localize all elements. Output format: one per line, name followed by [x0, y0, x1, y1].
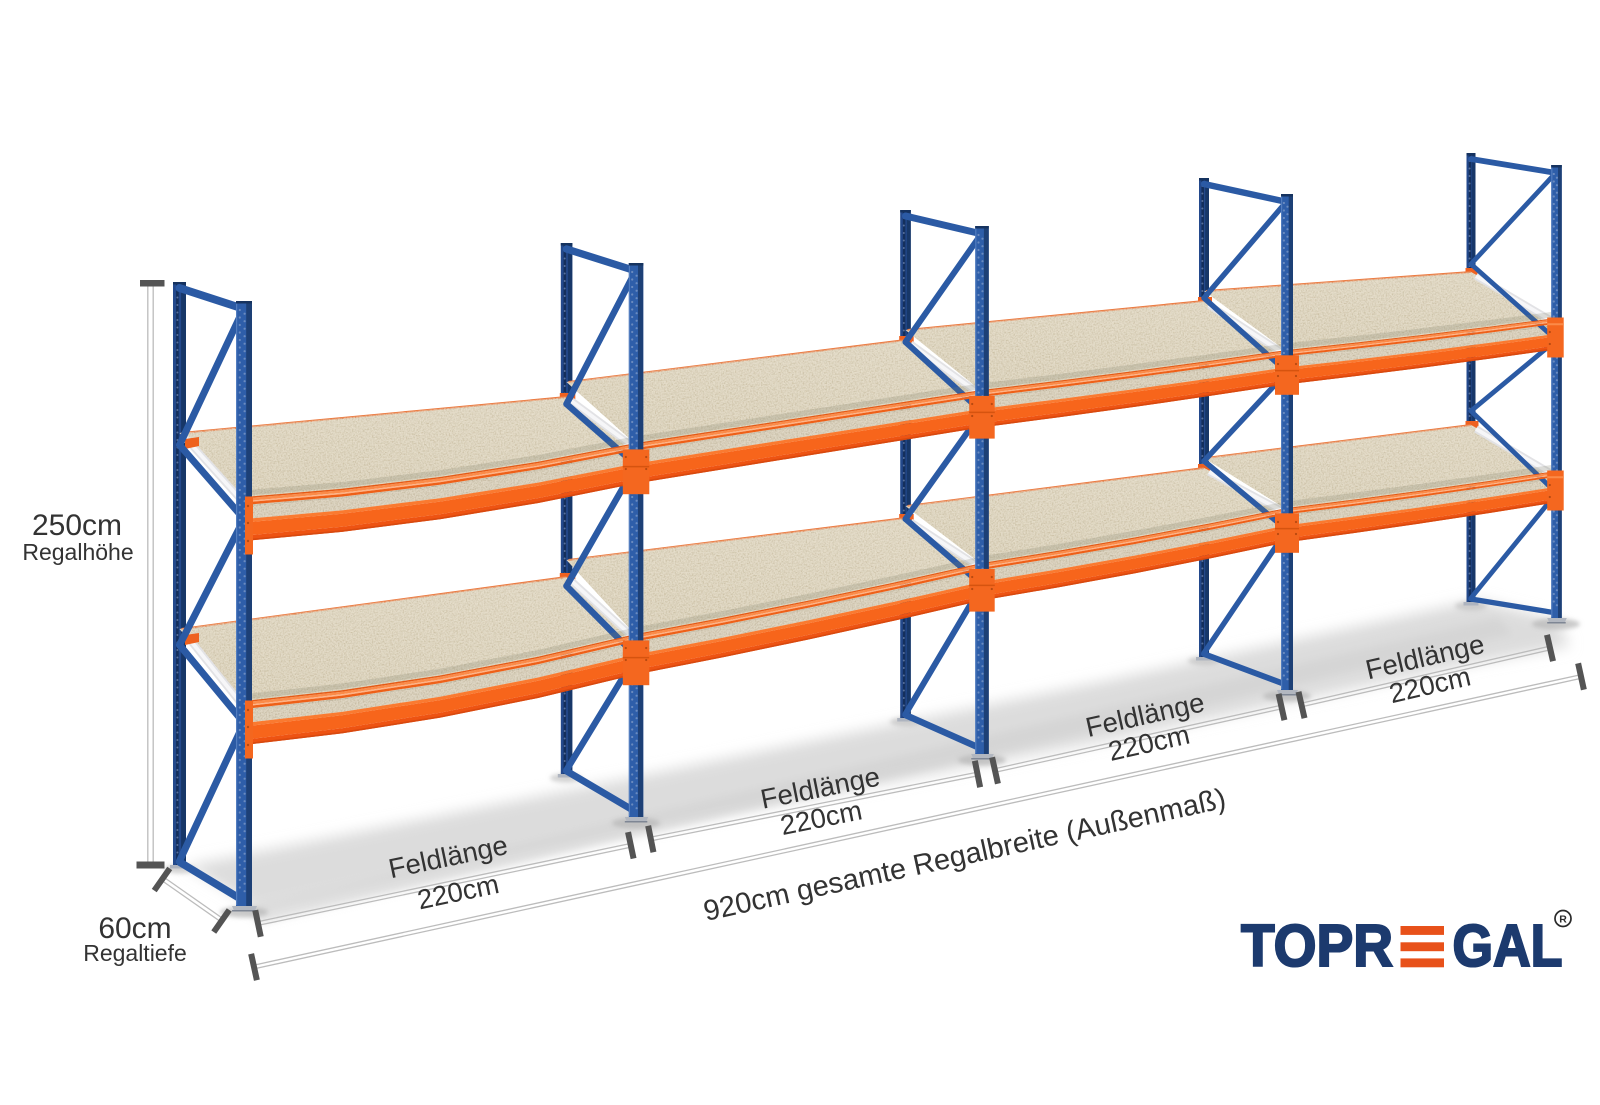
svg-text:TOPR: TOPR [1241, 913, 1393, 979]
svg-text:R: R [1559, 914, 1567, 926]
svg-text:60cm: 60cm [98, 912, 171, 945]
svg-text:Regaltiefe: Regaltiefe [83, 940, 187, 966]
svg-text:Regalhöhe: Regalhöhe [22, 539, 133, 565]
svg-text:GAL: GAL [1453, 913, 1563, 979]
svg-text:250cm: 250cm [32, 509, 122, 542]
